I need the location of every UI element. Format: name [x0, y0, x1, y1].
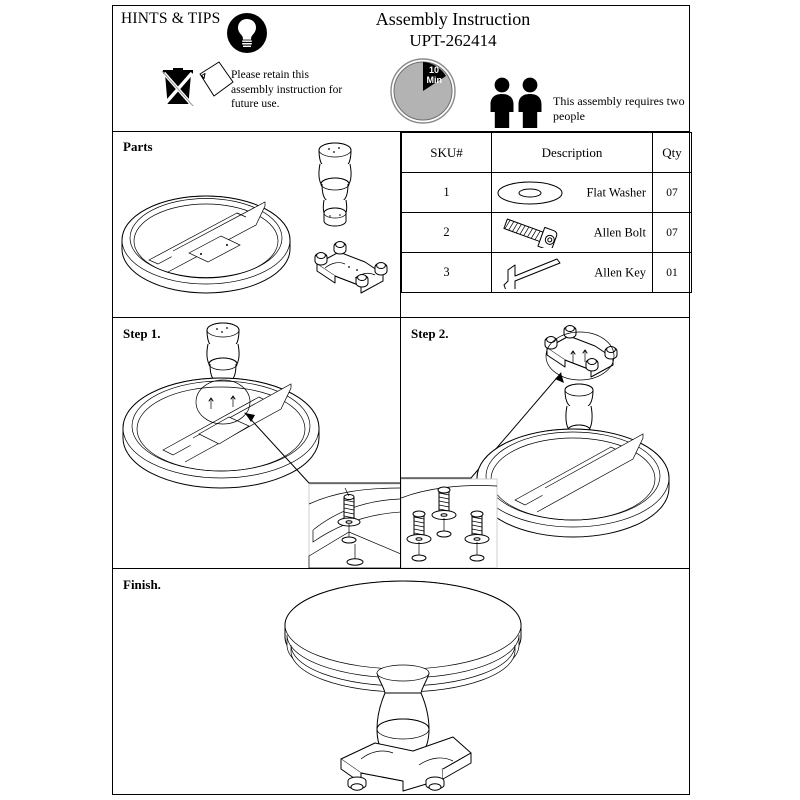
page-title: Assembly Instruction UPT-262414 [323, 9, 583, 51]
step-2-label: Step 2. [411, 326, 449, 341]
step-1-panel: Step 1. [113, 318, 401, 568]
table-top-inverted [122, 377, 320, 489]
parts-table: SKU# Description Qty 1 [401, 132, 692, 293]
step-1-detail-inset [308, 483, 400, 568]
no-trash-icon [161, 68, 195, 106]
cell-sku: 2 [401, 212, 492, 253]
lightbulb-icon [226, 12, 268, 54]
bolt-washer-assembly [431, 486, 457, 538]
finished-product-artwork [113, 569, 689, 795]
step-2-panel: Step 2. [401, 318, 691, 568]
cell-qty: 01 [652, 252, 692, 293]
paper-document-icon [193, 58, 239, 104]
document-frame: HINTS & TIPS Assembly Instruction UPT-26… [112, 5, 692, 795]
table-row: 2 [401, 212, 692, 253]
cell-qty: 07 [652, 172, 692, 213]
cell-description: Allen Key [492, 253, 652, 292]
step-1-label: Step 1. [123, 326, 161, 341]
two-people-icon [483, 76, 561, 128]
cell-sku: 1 [401, 172, 492, 213]
parts-illustration-panel: Parts [113, 132, 401, 317]
column-header-description: Description [491, 132, 653, 173]
finish-label: Finish. [123, 577, 161, 592]
parts-artwork [113, 132, 401, 317]
parts-label: Parts [123, 139, 153, 154]
flat-washer-icon [496, 180, 564, 206]
base-attach [544, 325, 618, 378]
pedestal-column-part [318, 142, 352, 227]
callout-circle [545, 331, 615, 381]
cell-description: Allen Bolt [492, 213, 652, 252]
table-top-inverted [476, 428, 670, 538]
clock-timer-icon: 10 Min [388, 56, 458, 126]
allen-bolt-icon [496, 218, 566, 248]
description-label: Allen Key [594, 265, 646, 279]
bolt-washer-assembly [406, 510, 432, 562]
callout-leader [244, 412, 310, 484]
title-line: Assembly Instruction [375, 9, 531, 29]
allen-key-icon [496, 257, 566, 289]
table-top-part [121, 195, 291, 294]
header-band: HINTS & TIPS Assembly Instruction UPT-26… [113, 6, 689, 132]
table-header-row: SKU# Description Qty [401, 132, 692, 173]
column-header-qty: Qty [652, 132, 692, 173]
cell-sku: 3 [401, 252, 492, 293]
description-label: Flat Washer [586, 185, 646, 199]
step-1-artwork [113, 318, 400, 568]
svg-text:10: 10 [429, 65, 439, 75]
sku-code: UPT-262414 [409, 31, 497, 50]
finish-panel: Finish. [113, 569, 689, 795]
retain-instruction-note: Please retain this assembly instruction … [231, 69, 343, 110]
step-2-artwork [401, 318, 691, 568]
round-pedestal-table [284, 580, 522, 792]
description-label: Allen Bolt [593, 225, 646, 239]
column-header-sku: SKU# [401, 132, 492, 173]
parts-band: Parts [113, 132, 692, 318]
bolt-markers [208, 395, 236, 409]
cell-description: Flat Washer [492, 173, 652, 212]
svg-text:Min: Min [427, 75, 443, 85]
hints-and-tips-title: HINTS & TIPS [121, 10, 221, 27]
base-with-feet-part [314, 241, 388, 294]
cell-qty: 07 [652, 212, 692, 253]
table-row: 1 Flat Washer [401, 172, 692, 213]
two-people-note: This assembly requires two people [553, 94, 685, 123]
table-row: 3 Allen Key 01 [401, 252, 692, 293]
sku-table-panel: SKU# Description Qty 1 [401, 132, 692, 317]
step-2-detail-inset [401, 478, 498, 568]
bolt-washer-assembly [464, 510, 490, 562]
callout-circle [195, 379, 251, 425]
steps-band: Step 1. [113, 318, 689, 569]
